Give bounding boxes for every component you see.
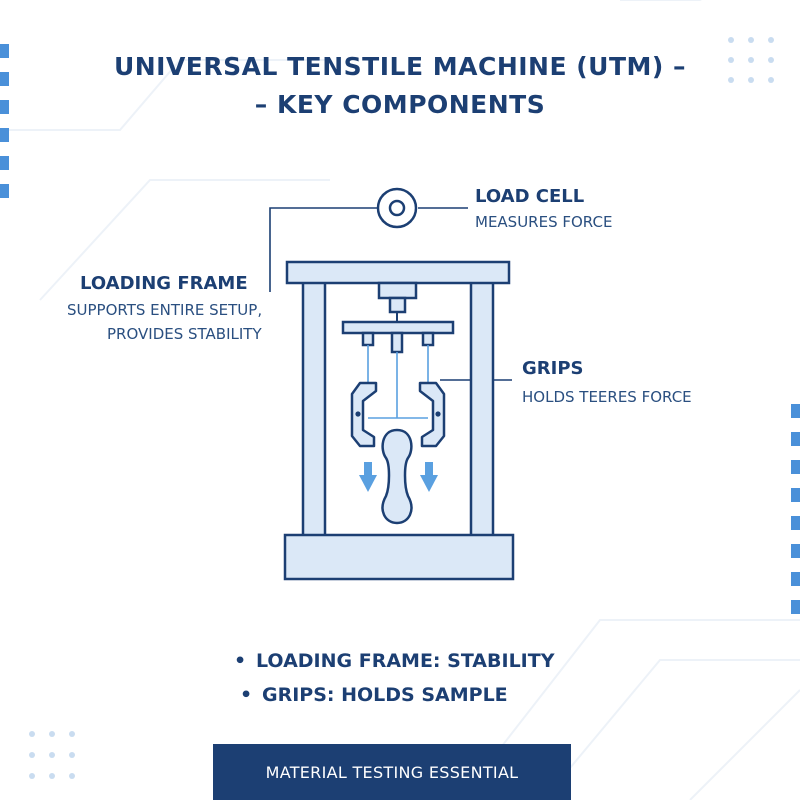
grips-description: HOLDS TEERES FORCE — [522, 388, 692, 406]
load-cell-icon — [376, 187, 418, 229]
summary-list: •LOADING FRAME: STABILITY •GRIPS: HOLDS … — [234, 644, 554, 712]
load-cell-label: LOAD CELL — [475, 186, 585, 207]
title-line-2: – KEY COMPONENTS — [254, 90, 546, 119]
right-arrow-icon — [420, 462, 438, 492]
loading-frame-description-1: SUPPORTS ENTIRE SETUP, — [67, 301, 263, 319]
bullet-icon: • — [240, 684, 253, 706]
loading-frame-description-2: PROVIDES STABILITY — [107, 325, 262, 343]
left-arrow-icon — [359, 462, 377, 492]
right-column — [469, 276, 495, 538]
footer-text: MATERIAL TESTING ESSENTIAL — [265, 762, 519, 782]
loading-frame — [283, 260, 515, 581]
force-arrows — [359, 462, 438, 492]
guide-lines — [367, 345, 429, 419]
left-column — [301, 276, 327, 538]
right-edge-marks — [791, 404, 800, 614]
grips-label: GRIPS — [522, 358, 584, 379]
load-cell-description: MEASURES FORCE — [475, 213, 613, 231]
top-crosshead — [285, 260, 511, 285]
moving-crosshead — [341, 320, 455, 354]
page-title: UNIVERSAL TENSTILE MACHINE (UTM) – – KEY… — [60, 48, 740, 124]
title-line-1: UNIVERSAL TENSTILE MACHINE (UTM) – — [113, 52, 687, 81]
footer-banner: MATERIAL TESTING ESSENTIAL — [213, 744, 571, 800]
left-grip — [350, 381, 378, 448]
loading-frame-label: LOADING FRAME — [80, 273, 248, 294]
left-edge-marks — [0, 44, 9, 198]
list-item: •GRIPS: HOLDS SAMPLE — [234, 678, 554, 712]
list-item: •LOADING FRAME: STABILITY — [234, 644, 554, 678]
dot-grid-bottom-left — [29, 731, 75, 779]
right-grip — [418, 381, 446, 448]
bullet-icon: • — [234, 650, 247, 672]
dot-grid-top-right — [728, 37, 774, 83]
test-specimen — [381, 428, 413, 525]
actuator — [377, 281, 418, 322]
base — [283, 533, 515, 581]
